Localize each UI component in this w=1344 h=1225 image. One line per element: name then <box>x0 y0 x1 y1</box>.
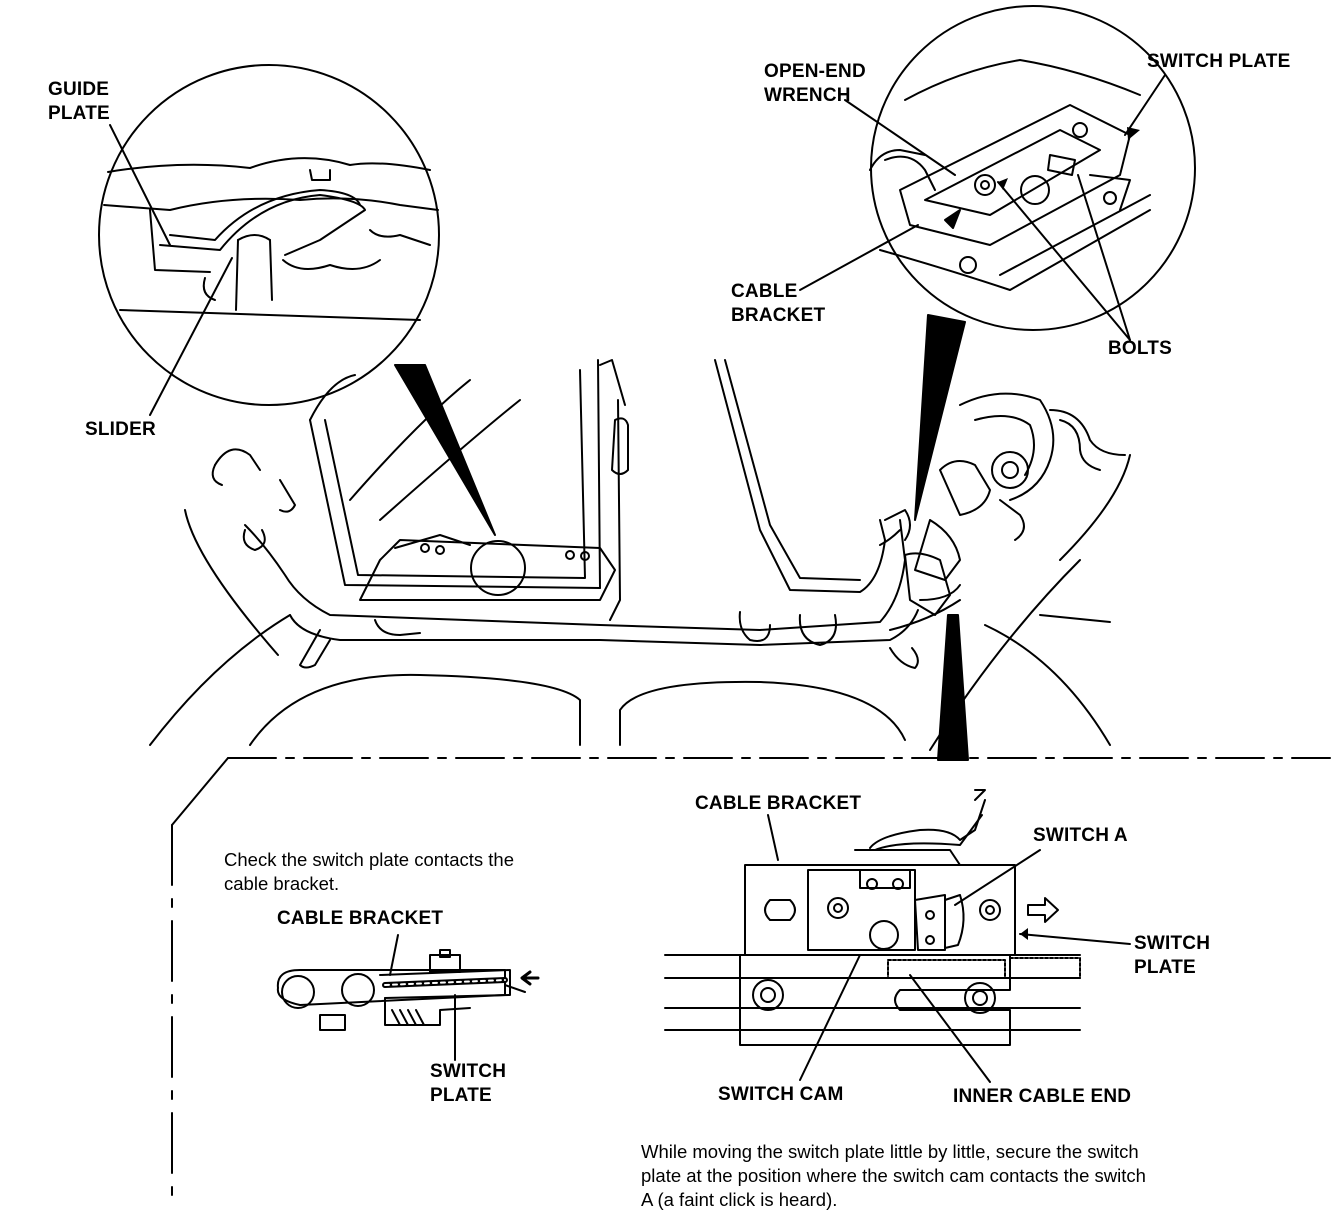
callout-circle-left <box>98 64 440 406</box>
motor-assembly <box>879 392 1126 631</box>
while-note-line2: plate at the position where the switch c… <box>641 1165 1146 1186</box>
switch-cam-label: SWITCH CAM <box>718 1084 844 1105</box>
cable-bracket-detail <box>664 789 1081 1046</box>
cable-bracket-left-label: CABLE BRACKET <box>277 908 444 929</box>
guide-plate-label-line2: PLATE <box>48 103 110 124</box>
while-note-line1: While moving the switch plate little by … <box>641 1141 1139 1162</box>
callout-circle-right <box>869 5 1196 331</box>
detail-ring-slider <box>470 540 526 596</box>
callout-pointer-right <box>914 314 966 521</box>
switch-plate-right-label: SWITCH PLATE <box>1134 932 1210 980</box>
leader-lines <box>109 74 1166 1083</box>
switch-plate-left-label-line1: SWITCH <box>430 1061 507 1082</box>
sunroof-frame <box>242 359 919 669</box>
open-end-wrench-label: OPEN-END WRENCH <box>764 60 866 108</box>
open-end-wrench-label-line2: WRENCH <box>764 85 851 106</box>
inner-cable-end-label: INNER CABLE END <box>953 1086 1132 1107</box>
switch-plate-left-label-line2: PLATE <box>430 1085 492 1106</box>
cable-bracket-top-label-line1: CABLE <box>731 281 798 302</box>
check-note-line2: cable bracket. <box>224 873 340 894</box>
while-note-line3: A (a faint click is heard). <box>641 1189 838 1210</box>
callout-pointer-bottom <box>937 614 969 761</box>
switch-plate-top-label: SWITCH PLATE <box>1147 51 1291 72</box>
slider-label: SLIDER <box>85 419 156 440</box>
check-note-line1: Check the switch plate contacts the <box>224 849 514 870</box>
cable-bracket-top-label-line2: BRACKET <box>731 305 826 326</box>
switch-a-label: SWITCH A <box>1033 825 1128 846</box>
roof-body-outline <box>149 448 1131 751</box>
open-end-wrench-label-line1: OPEN-END <box>764 61 866 82</box>
detail-frame <box>171 757 1331 1201</box>
while-note: While moving the switch plate little by … <box>641 1140 1146 1212</box>
switch-plate-right-label-line1: SWITCH <box>1134 933 1211 954</box>
leader-arrowheads <box>998 127 1140 940</box>
switch-plate-left-label: SWITCH PLATE <box>430 1060 506 1108</box>
cable-bracket-right-label: CABLE BRACKET <box>695 793 862 814</box>
cross-section-detail <box>276 949 540 1031</box>
bolts-label: BOLTS <box>1108 338 1172 359</box>
switch-plate-right-label-line2: PLATE <box>1134 957 1196 978</box>
cable-bracket-top-label: CABLE BRACKET <box>731 280 825 328</box>
guide-plate-label-line1: GUIDE <box>48 79 110 100</box>
guide-plate-label: GUIDE PLATE <box>48 78 110 126</box>
callout-pointer-left <box>394 364 496 536</box>
check-note: Check the switch plate contacts the cabl… <box>224 848 514 896</box>
